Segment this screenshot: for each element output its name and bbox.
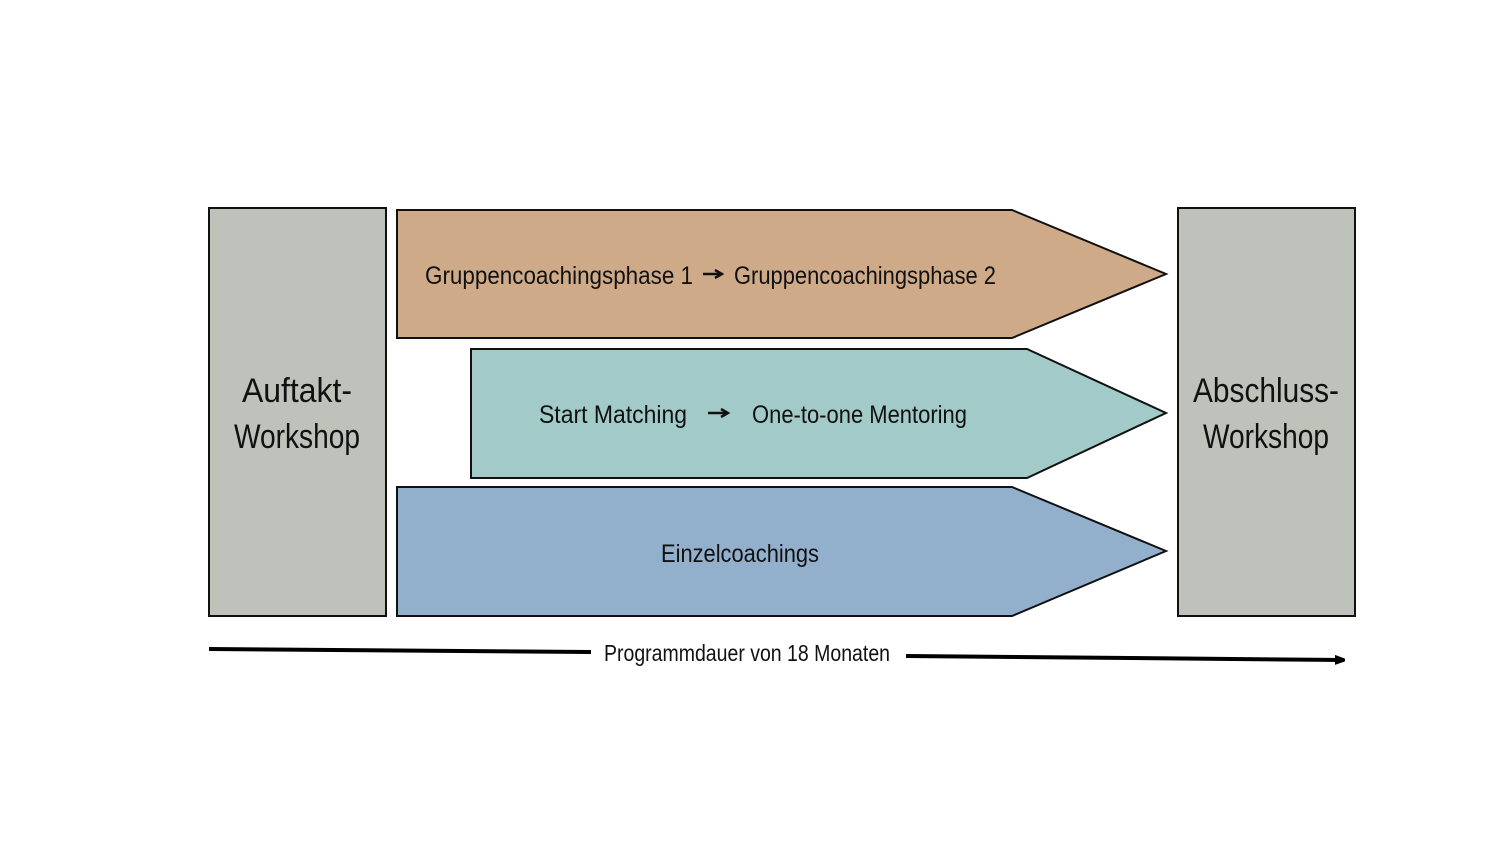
group-coaching-phase1: Gruppencoachingsphase 1: [425, 262, 693, 290]
start-box-line2: Workshop: [234, 418, 360, 456]
mentoring-arrow: Start Matching One-to-one Mentoring: [470, 348, 1169, 479]
mentoring-label: One-to-one Mentoring: [752, 401, 967, 429]
individual-coaching-label: Einzelcoachings: [661, 540, 819, 568]
start-matching-label: Start Matching: [539, 401, 687, 429]
timeline-label: Programmdauer von 18 Monaten: [604, 640, 890, 666]
individual-coaching-arrow: Einzelcoachings: [396, 486, 1169, 617]
timeline: Programmdauer von 18 Monaten: [208, 640, 1344, 666]
group-coaching-arrow: Gruppencoachingsphase 1 Gruppencoachings…: [396, 209, 1169, 339]
end-box-line1: Abschluss-: [1193, 372, 1339, 410]
group-coaching-phase2: Gruppencoachingsphase 2: [734, 262, 996, 290]
end-workshop-box: Abschluss- Workshop: [1177, 207, 1356, 617]
timeline-arrow-icon: [905, 654, 1344, 660]
start-box-line1: Auftakt-: [242, 372, 352, 410]
start-workshop-box: Auftakt- Workshop: [208, 207, 387, 617]
end-box-line2: Workshop: [1203, 418, 1329, 456]
